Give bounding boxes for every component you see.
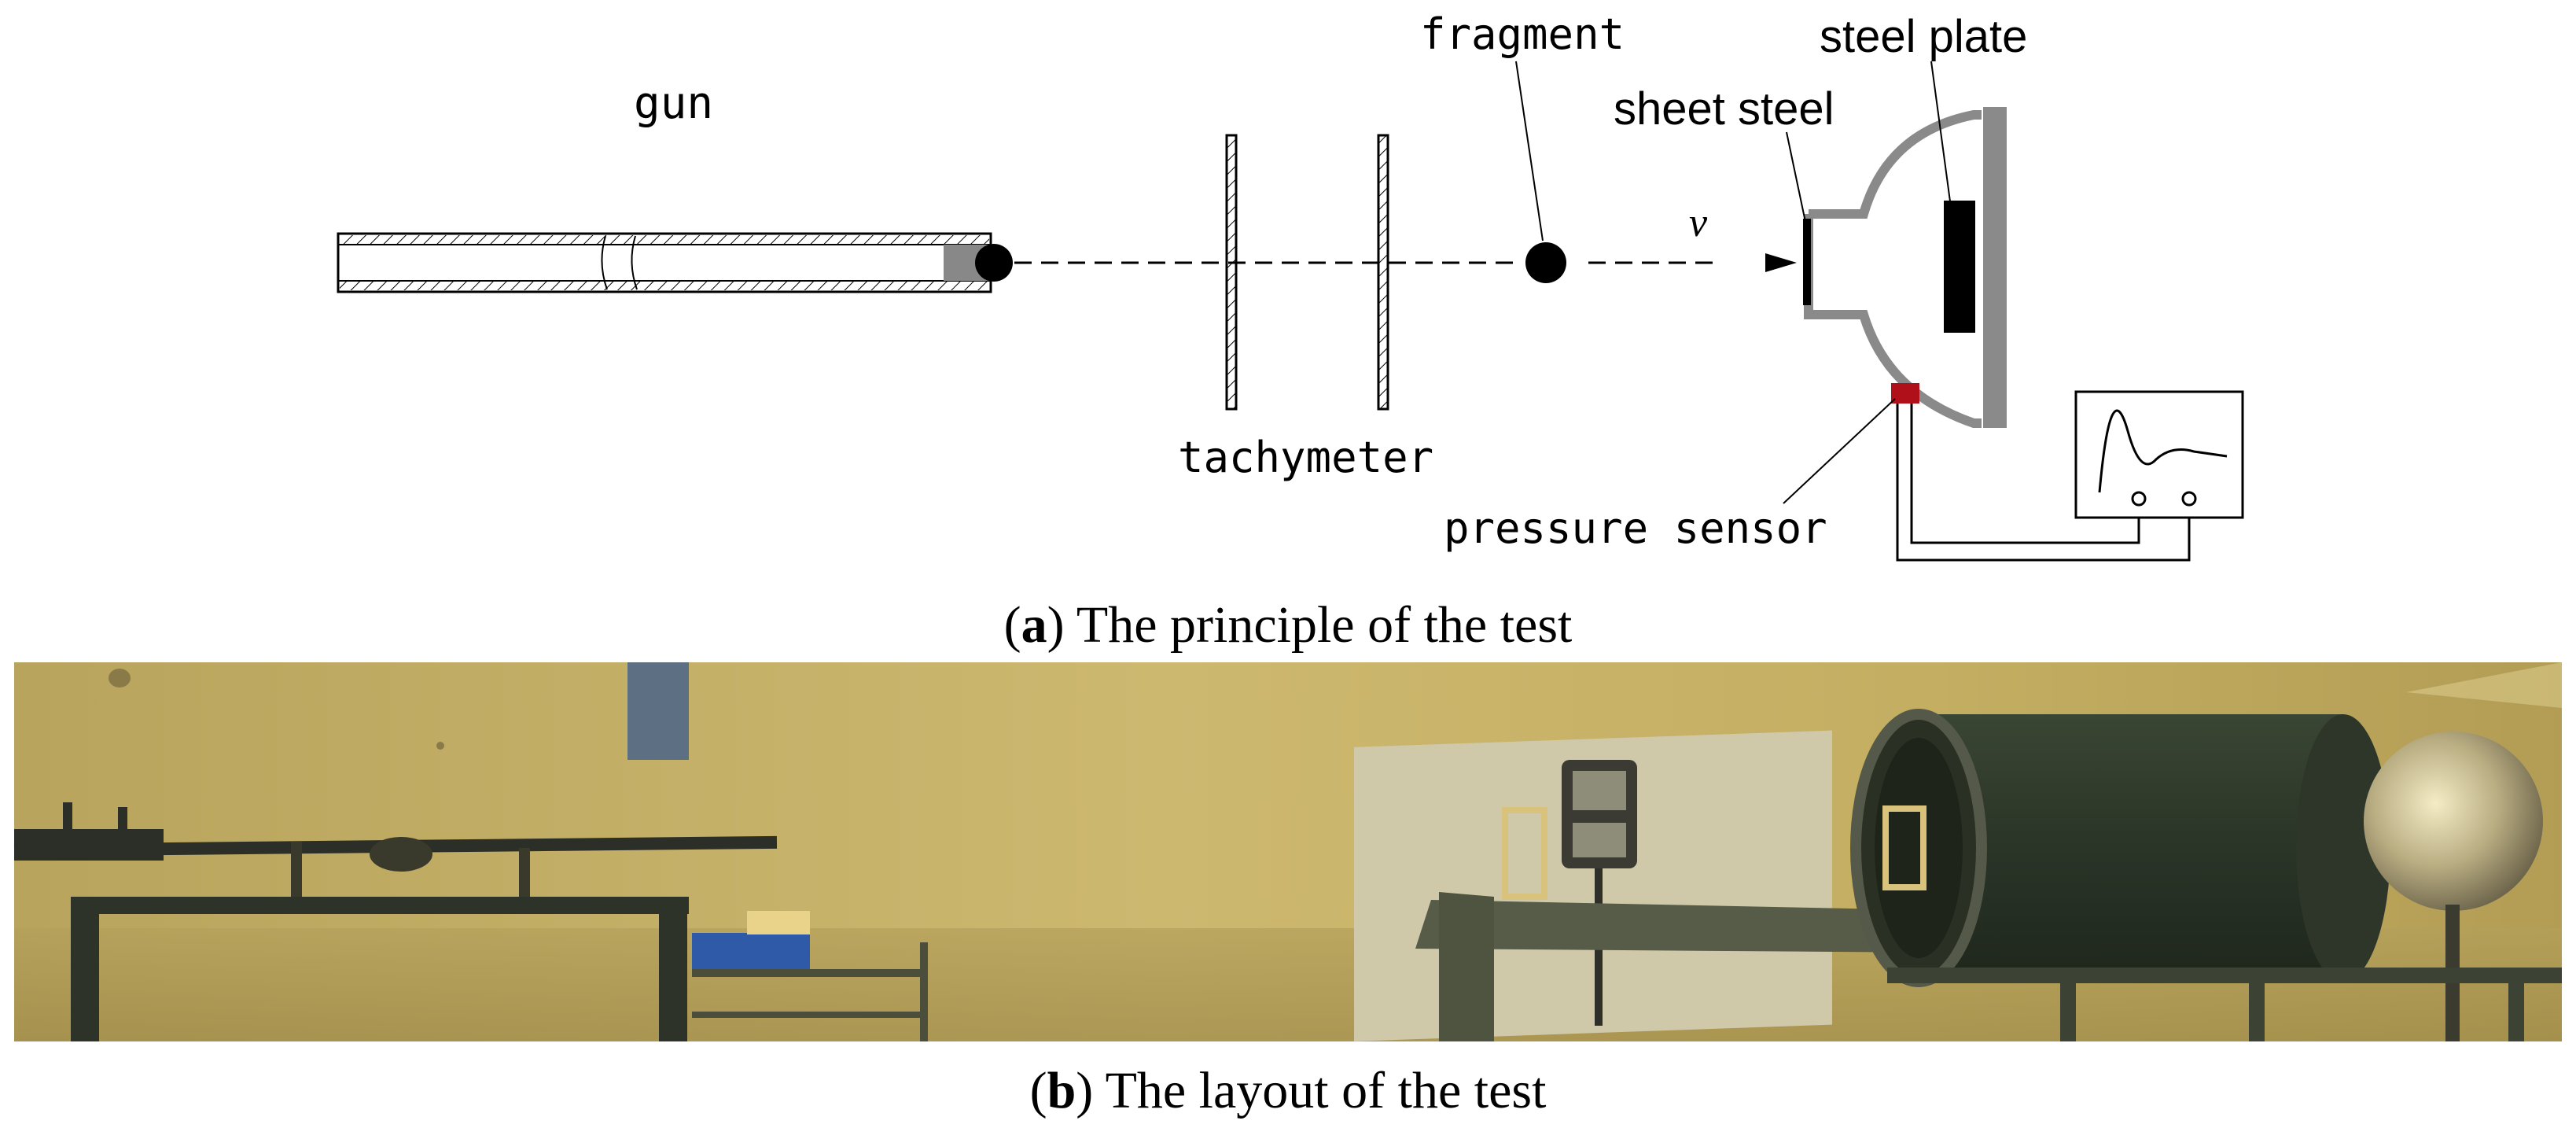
gun-stand <box>13 802 778 1041</box>
label-steel-plate: steel plate <box>1820 11 2027 62</box>
sensor-wire-2 <box>1910 404 2140 544</box>
gun-barrel <box>337 232 992 293</box>
label-pressure-sensor: pressure sensor <box>1444 503 1827 553</box>
table-legs <box>1439 892 1494 1041</box>
label-tachymeter: tachymeter <box>1178 433 1433 482</box>
caption-a: (a) The principle of the test <box>1004 596 1573 654</box>
equipment-cart <box>692 911 928 1041</box>
tank-bench <box>1887 968 2562 983</box>
sheet-steel-strip <box>1803 219 1811 305</box>
pressure-sensor <box>1891 383 1919 404</box>
label-fragment: fragment <box>1420 9 1625 59</box>
oscilloscope <box>2074 390 2244 519</box>
sensor-wire-1 <box>1896 404 2191 562</box>
tachymeter-screens <box>1225 134 1389 411</box>
caption-b-text: ) The layout of the test <box>1076 1062 1546 1119</box>
label-velocity: v <box>1689 201 1708 245</box>
chamber-back-wall <box>1983 107 2007 428</box>
layout-photo <box>13 662 2562 1041</box>
caption-b: (b) The layout of the test <box>1030 1062 1547 1119</box>
fragment-leader <box>1515 61 1544 241</box>
photo-sphere <box>2364 732 2543 1041</box>
velocity-arrow <box>1765 253 1797 272</box>
sensor-leader <box>1783 398 1896 504</box>
fragment-ball <box>1525 242 1566 283</box>
projectile-in-barrel <box>975 244 1013 282</box>
photo-tank <box>1850 709 2390 987</box>
schematic-panel <box>337 61 2244 562</box>
steel-plate-block <box>1944 201 1975 333</box>
label-gun: gun <box>634 78 713 129</box>
label-sheet-steel: sheet steel <box>1614 83 1834 135</box>
explosion-chamber <box>1786 61 2007 428</box>
caption-a-letter: a <box>1021 596 1047 654</box>
steel-plate-leader <box>1930 61 1951 202</box>
caption-a-text: ) The principle of the test <box>1047 596 1573 654</box>
caption-b-letter: b <box>1047 1062 1076 1119</box>
sheet-steel-leader <box>1786 131 1806 223</box>
wall-poster <box>627 662 689 760</box>
